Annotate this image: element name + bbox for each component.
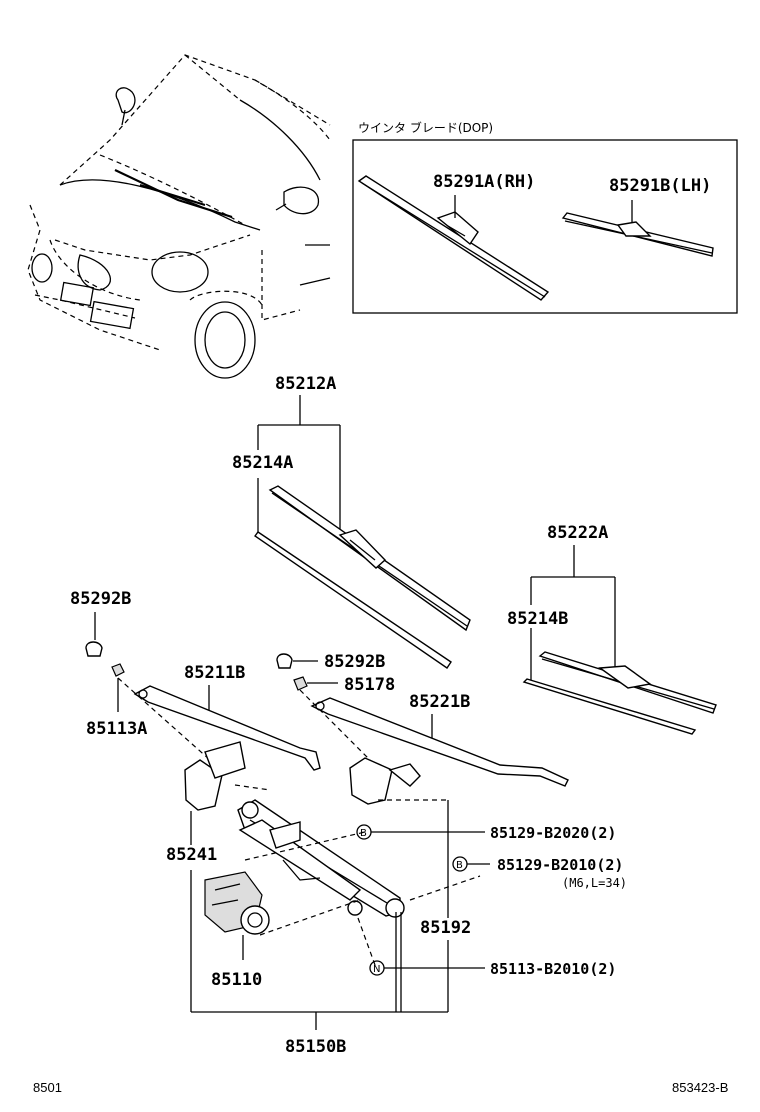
label-85212a: 85212A (275, 374, 336, 394)
footer-left-code: 8501 (33, 1080, 62, 1095)
nut-85178 (293, 676, 308, 691)
cap-85292b-right (276, 653, 293, 669)
cover-85241-right (349, 757, 393, 805)
footer-right-code: 853423-B (672, 1080, 728, 1095)
label-85110: 85110 (211, 970, 262, 990)
label-85150b: 85150B (285, 1037, 346, 1057)
arm-85211b (133, 685, 321, 771)
wiper-linkage-assembly: 85241 85110 (166, 741, 481, 1012)
label-85221b: 85221B (409, 692, 470, 712)
label-85292b-left: 85292B (70, 589, 131, 609)
label-85129-b2020: 85129-B2020(2) (490, 824, 616, 842)
motor-85110 (204, 871, 270, 935)
label-85211b: 85211B (184, 663, 245, 683)
blade-assy-85222a: 85222A 85214B (507, 523, 717, 735)
svg-text:B: B (456, 860, 463, 871)
svg-text:B: B (360, 828, 367, 839)
label-85178: 85178 (344, 675, 395, 695)
svg-text:N: N (373, 964, 380, 975)
label-85113-b2010: 85113-B2010(2) (490, 960, 616, 978)
label-85291b: 85291B(LH) (609, 176, 711, 196)
note-m6-l34: (M6,L=34) (562, 876, 627, 890)
label-85292b-right: 85292B (324, 652, 385, 672)
nut-85113a (111, 663, 125, 677)
label-85192: 85192 (420, 918, 471, 938)
link-rod (237, 799, 401, 917)
bolt-callouts: B 85129-B2020(2) B 85129-B2010(2) (M6,L=… (356, 800, 627, 1012)
cap-85292b-left (85, 641, 103, 657)
label-85291a: 85291A(RH) (433, 172, 535, 192)
label-85241: 85241 (166, 845, 217, 865)
label-85222a: 85222A (547, 523, 608, 543)
label-85214b: 85214B (507, 609, 568, 629)
label-85214a: 85214A (232, 453, 293, 473)
blade-85291a-rh (357, 175, 550, 301)
label-85129-b2010: 85129-B2010(2) (497, 856, 623, 874)
blade-assy-85212a: 85212A 85214A (232, 374, 471, 669)
dop-blade-box: ウインタ ブレード(DOP) 85291A(RH) 85291B(LH) (352, 120, 738, 314)
dop-box-title: ウインタ ブレード(DOP) (358, 120, 493, 135)
blade-85291b-lh (561, 212, 714, 257)
assy-bracket-85150b: 85150B (191, 912, 448, 1057)
cap-and-nut-parts: 85292B 85113A 85292B 85178 (70, 589, 395, 739)
wiper-arms: 85211B 85221B (117, 663, 569, 787)
label-85113a: 85113A (86, 719, 147, 739)
car-illustration (27, 54, 331, 379)
arm-85221b (310, 697, 569, 787)
